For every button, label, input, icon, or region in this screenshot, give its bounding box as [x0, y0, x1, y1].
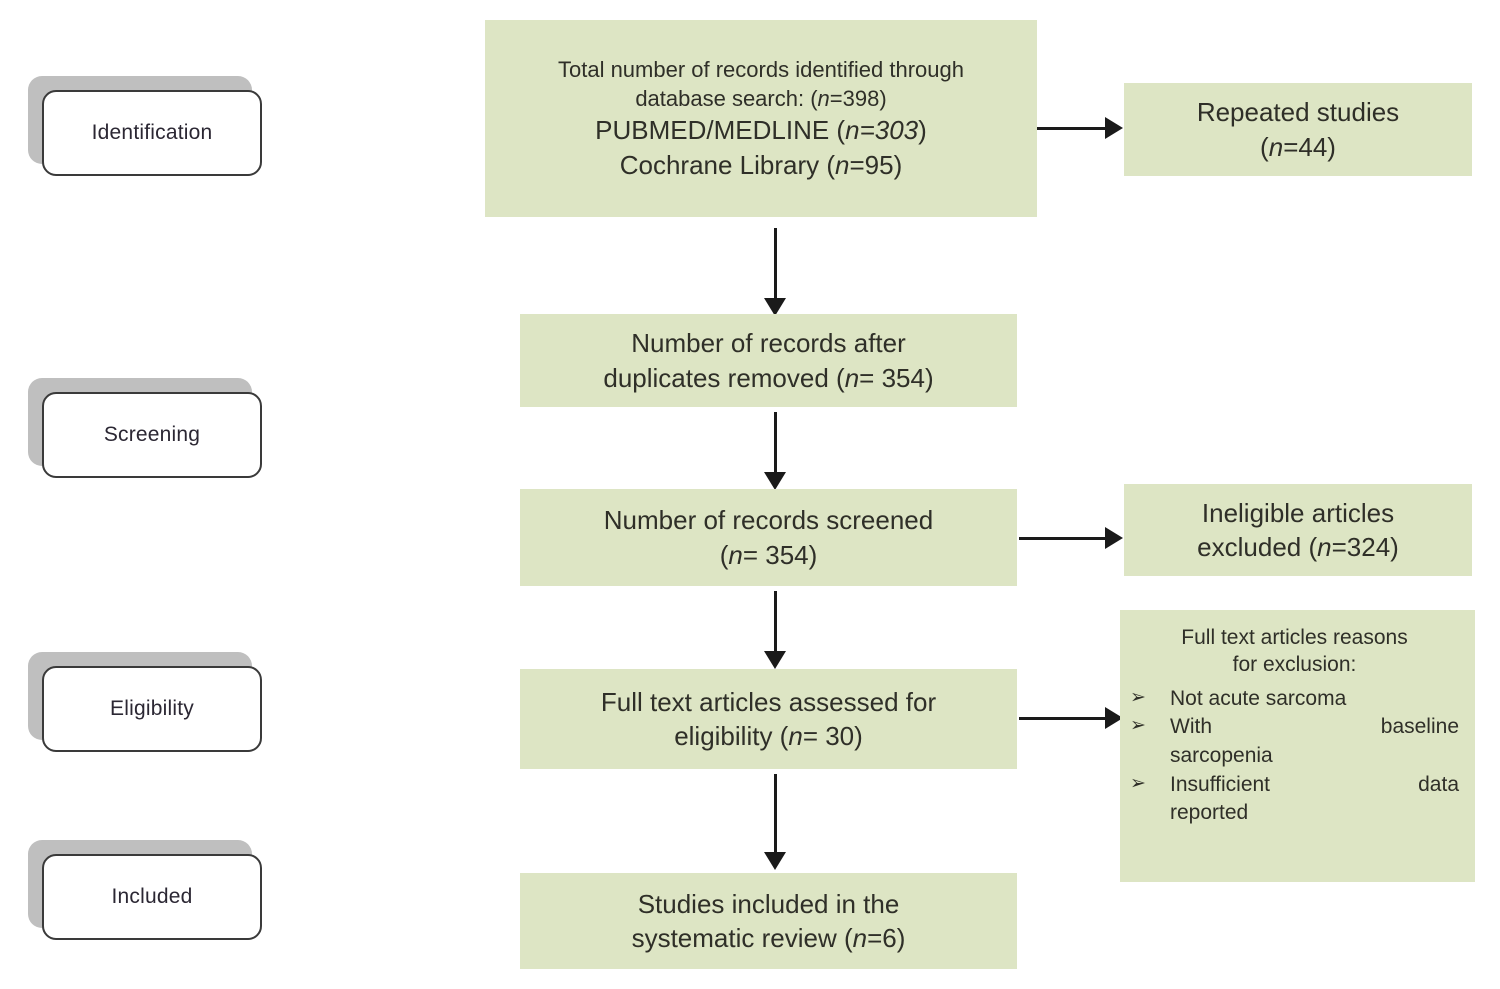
stage-label-included: Included	[111, 885, 193, 908]
exclusion-reasons-list: ➢ Not acute sarcoma ➢ With baseline sarc…	[1130, 685, 1459, 828]
exclusion-reasons-heading-line1: Full text articles reasons	[1181, 626, 1408, 649]
exclusion-reason-3-cont: reported	[1170, 801, 1249, 825]
fulltext-line1: Full text articles assessed for	[600, 686, 937, 717]
exclusion-reason-2-cont: sarcopenia	[1170, 744, 1273, 768]
ineligible-line1: Ineligible articles	[1201, 497, 1395, 528]
bullet-arrow-icon: ➢	[1130, 715, 1146, 737]
records-screened-line1: Number of records screened	[603, 505, 934, 536]
included-studies-line2: systematic review (n=6)	[631, 923, 906, 953]
box-fulltext-assessed: Full text articles assessed for eligibil…	[520, 669, 1017, 769]
exclusion-reason-3: Insufficient data	[1170, 772, 1459, 796]
box-ineligible-excluded: Ineligible articles excluded (n=324)	[1124, 484, 1472, 576]
arrow-identified-to-repeated	[1037, 116, 1123, 140]
arrow-identified-to-after-duplicates	[763, 228, 787, 316]
bullet-arrow-icon: ➢	[1130, 772, 1146, 794]
repeated-studies-line1: Repeated studies	[1196, 97, 1400, 128]
records-identified-line3: PUBMED/MEDLINE (n=303)	[595, 115, 927, 146]
stage-face: Identification	[42, 90, 262, 176]
after-duplicates-line1: Number of records after	[631, 328, 906, 359]
stage-included[interactable]: Included	[28, 840, 262, 940]
fulltext-line2: eligibility (n= 30)	[674, 721, 863, 751]
box-records-identified: Total number of records identified throu…	[485, 20, 1037, 217]
list-item-continuation: sarcopenia	[1130, 742, 1459, 770]
records-screened-line2: (n= 354)	[719, 539, 818, 570]
exclusion-reason-1: Not acute sarcoma	[1170, 686, 1347, 710]
stage-face: Screening	[42, 392, 262, 478]
arrow-fulltext-to-included	[763, 774, 787, 870]
bullet-arrow-icon: ➢	[1130, 686, 1146, 708]
exclusion-reasons-heading-line2: for exclusion:	[1232, 653, 1357, 677]
exclusion-reason-2: With baseline	[1170, 715, 1459, 739]
stage-identification[interactable]: Identification	[28, 76, 262, 176]
stage-screening[interactable]: Screening	[28, 378, 262, 478]
list-item: ➢ With baseline	[1130, 713, 1459, 741]
arrow-after-duplicates-to-screened	[763, 412, 787, 490]
stage-face: Eligibility	[42, 666, 262, 752]
box-exclusion-reasons: Full text articles reasons for exclusion…	[1120, 610, 1475, 882]
arrow-screened-to-fulltext	[763, 591, 787, 669]
records-identified-line4: Cochrane Library (n=95)	[619, 149, 903, 180]
box-records-screened: Number of records screened (n= 354)	[520, 489, 1017, 586]
included-studies-line1: Studies included in the	[637, 888, 900, 919]
records-identified-line2: database search: (n=398)	[635, 86, 887, 112]
records-identified-line1: Total number of records identified throu…	[557, 57, 964, 83]
stage-label-identification: Identification	[91, 121, 213, 144]
stage-label-screening: Screening	[103, 423, 201, 446]
box-studies-included: Studies included in the systematic revie…	[520, 873, 1017, 969]
after-duplicates-line2: duplicates removed (n= 354)	[603, 362, 934, 393]
stage-label-eligibility: Eligibility	[110, 697, 194, 720]
arrow-fulltext-to-reasons	[1019, 706, 1123, 730]
ineligible-line2: excluded (n=324)	[1197, 532, 1399, 562]
list-item: ➢ Insufficient data	[1130, 771, 1459, 799]
box-repeated-studies: Repeated studies (n=44)	[1124, 83, 1472, 176]
list-item: ➢ Not acute sarcoma	[1130, 685, 1459, 713]
stage-eligibility[interactable]: Eligibility	[28, 652, 262, 752]
list-item-continuation: reported	[1130, 799, 1459, 827]
stage-face: Included	[42, 854, 262, 940]
box-after-duplicates-removed: Number of records after duplicates remov…	[520, 314, 1017, 407]
arrow-screened-to-ineligible	[1019, 526, 1123, 550]
repeated-studies-line2: (n=44)	[1260, 131, 1336, 162]
